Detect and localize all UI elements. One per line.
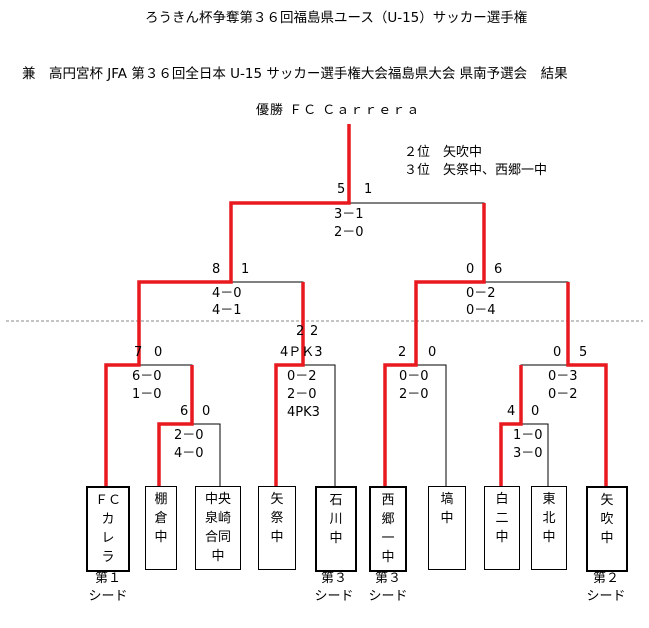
sf-right-half2: 0－4 bbox=[466, 303, 496, 318]
tournament-title: ろうきん杯争奪第３６回福島県ユース（U-15）サッカー選手権 bbox=[145, 10, 528, 26]
sf-right-score-left: 0 bbox=[466, 262, 474, 277]
third-place-label: ３位 矢祭中、西郷一中 bbox=[404, 163, 548, 178]
qf2-score-left: 2 bbox=[296, 324, 304, 339]
second-place-label: ２位 矢吹中 bbox=[404, 145, 483, 160]
r1b-score-left: 4 bbox=[507, 404, 515, 419]
bracket-lines bbox=[105, 202, 607, 486]
tanagura-path bbox=[157, 365, 194, 486]
team-name: 中央 泉崎 合同 中 bbox=[204, 492, 231, 564]
final-half1: 3－1 bbox=[334, 207, 364, 222]
qf4-half1: 0－3 bbox=[548, 369, 578, 384]
team-box-tohoku: 東 北 中 bbox=[531, 486, 567, 570]
sf-left-score-right: 1 bbox=[241, 262, 249, 277]
team-box-fc-carrera: ＦＣ カ レ ラ bbox=[86, 486, 130, 572]
team-box-nishigo-ichi: 西 郷 一 中 bbox=[369, 486, 407, 572]
team-box-tanagura: 棚 倉 中 bbox=[145, 486, 177, 570]
qf1-score-left: 7 bbox=[134, 345, 142, 360]
qf2-pk-label: 4ＰＫ3 bbox=[280, 345, 323, 360]
champion-label: 優勝 ＦＣ Ｃａｒｒｅｒａ bbox=[256, 103, 421, 118]
qf4-half2: 0－2 bbox=[548, 387, 578, 402]
qf2-pk: 4PK3 bbox=[287, 405, 320, 420]
seed-label-3a: 第３ シード bbox=[314, 571, 354, 604]
yabuki-path bbox=[566, 282, 608, 486]
r1a-score-right: 0 bbox=[202, 404, 210, 419]
seed-label-1: 第１ シード bbox=[88, 571, 128, 604]
qf4-score-right: 5 bbox=[579, 345, 587, 360]
team-name: 矢 吹 中 bbox=[600, 493, 614, 546]
qf3-score-left: 2 bbox=[398, 345, 406, 360]
qf1-half2: 1－0 bbox=[132, 387, 162, 402]
team-name: 塙 中 bbox=[440, 492, 454, 526]
sf-right-score-right: 6 bbox=[494, 262, 502, 277]
qf3-half1: 0－0 bbox=[399, 369, 429, 384]
team-box-hanawa: 塙 中 bbox=[428, 486, 466, 570]
sf-left-half1: 4－0 bbox=[212, 286, 242, 301]
tournament-subtitle: 兼 高円宮杯 JFA 第３６回全日本 U-15 サッカー選手権大会福島県大会 県… bbox=[22, 66, 568, 82]
team-box-chuo-izumizaki: 中央 泉崎 合同 中 bbox=[195, 486, 241, 570]
shirani-path bbox=[499, 365, 523, 486]
team-name: 矢 祭 中 bbox=[270, 492, 284, 545]
team-name: 棚 倉 中 bbox=[154, 492, 168, 545]
qf3-score-right: 0 bbox=[428, 345, 436, 360]
qf2-half2: 2－0 bbox=[287, 387, 317, 402]
sf-left-half2: 4－1 bbox=[212, 303, 242, 318]
r1b-score-right: 0 bbox=[531, 404, 539, 419]
qf2-score-right: 2 bbox=[310, 324, 318, 339]
r1a-half2: 4－0 bbox=[174, 446, 204, 461]
final-score-left: 5 bbox=[337, 182, 345, 197]
r1a-half1: 2－0 bbox=[174, 428, 204, 443]
qf1-score-right: 0 bbox=[154, 345, 162, 360]
r1b-half2: 3－0 bbox=[513, 446, 543, 461]
team-name: 東 北 中 bbox=[542, 492, 556, 545]
nishigo-path bbox=[383, 203, 486, 486]
winner-path bbox=[104, 124, 608, 486]
qf4-score-left: 0 bbox=[553, 345, 561, 360]
team-box-yamatsuri: 矢 祭 中 bbox=[258, 486, 296, 570]
sf-left-score-left: 8 bbox=[212, 262, 220, 277]
qf3-half2: 2－0 bbox=[399, 387, 429, 402]
final-half2: 2－0 bbox=[334, 225, 364, 240]
r1b-half1: 1－0 bbox=[513, 428, 543, 443]
team-name: ＦＣ カ レ ラ bbox=[94, 493, 121, 565]
final-score-right: 1 bbox=[364, 182, 372, 197]
qf1-half1: 6－0 bbox=[132, 369, 162, 384]
champion-path bbox=[104, 124, 351, 486]
sf-right-half1: 0－2 bbox=[466, 286, 496, 301]
qf2-half1: 0－2 bbox=[287, 369, 317, 384]
yamatsuri-path bbox=[274, 282, 305, 486]
team-box-ishikawa: 石 川 中 bbox=[315, 486, 357, 572]
team-name: 西 郷 一 中 bbox=[381, 493, 395, 565]
team-box-shirani: 白 二 中 bbox=[484, 486, 520, 570]
seed-label-3b: 第３ シード bbox=[368, 571, 408, 604]
team-name: 白 二 中 bbox=[495, 492, 509, 545]
team-name: 石 川 中 bbox=[329, 493, 343, 546]
r1a-score-left: 6 bbox=[180, 404, 188, 419]
seed-label-2: 第２ シード bbox=[586, 571, 626, 604]
team-box-yabuki: 矢 吹 中 bbox=[586, 486, 628, 572]
